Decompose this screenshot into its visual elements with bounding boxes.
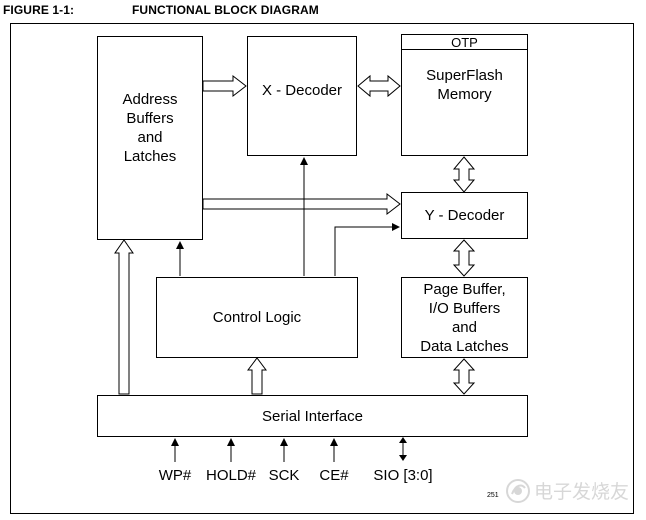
ydec-pbuf-double-arrow xyxy=(452,239,476,277)
addr-to-xdec-arrow xyxy=(202,74,247,98)
serial-to-addr-arrow xyxy=(114,239,134,395)
serial-interface-block: Serial Interface xyxy=(97,395,528,437)
watermark-text: 电子发烧友 xyxy=(534,481,629,503)
pin-wp: WP# xyxy=(158,467,192,484)
control-logic-block: Control Logic xyxy=(156,277,358,358)
pin-sio: SIO [3:0] xyxy=(373,467,433,484)
y-decoder-label: Y - Decoder xyxy=(424,207,505,224)
pin-hold: HOLD# xyxy=(205,467,257,484)
page-buffer-block: Page Buffer, I/O Buffers and Data Latche… xyxy=(401,277,528,358)
pin-sck: SCK xyxy=(268,467,300,484)
figure-title: FUNCTIONAL BLOCK DIAGRAM xyxy=(132,3,319,17)
page-buffer-label: Page Buffer, I/O Buffers and Data Latche… xyxy=(420,280,509,355)
diagram-frame xyxy=(10,23,634,514)
figure-id: 251 xyxy=(487,492,499,499)
xdec-sf-double-arrow xyxy=(357,74,401,98)
superflash-memory-block: SuperFlash Memory xyxy=(401,34,528,156)
address-buffers-block: Address Buffers and Latches xyxy=(97,36,203,240)
electron-fever-logo-icon xyxy=(506,479,530,503)
address-buffers-label: Address Buffers and Latches xyxy=(122,91,178,165)
otp-label: OTP xyxy=(451,34,478,50)
x-decoder-block: X - Decoder xyxy=(247,36,357,156)
ctrl-to-ydec-line xyxy=(334,223,400,276)
addr-to-ydec-arrow xyxy=(202,192,401,216)
x-decoder-label: X - Decoder xyxy=(261,82,343,99)
serial-interface-label: Serial Interface xyxy=(262,407,363,425)
serial-to-ctrl-arrow xyxy=(247,357,267,395)
pbuf-serial-double-arrow xyxy=(452,358,476,395)
sf-ydec-double-arrow xyxy=(452,156,476,193)
otp-region: OTP xyxy=(402,35,527,50)
y-decoder-block: Y - Decoder xyxy=(401,192,528,239)
figure-number: FIGURE 1-1: xyxy=(3,3,75,17)
superflash-label: SuperFlash Memory xyxy=(426,67,503,103)
control-logic-label: Control Logic xyxy=(212,309,302,326)
pin-ce: CE# xyxy=(319,467,349,484)
watermark-logo: 电子发烧友 xyxy=(506,479,629,503)
